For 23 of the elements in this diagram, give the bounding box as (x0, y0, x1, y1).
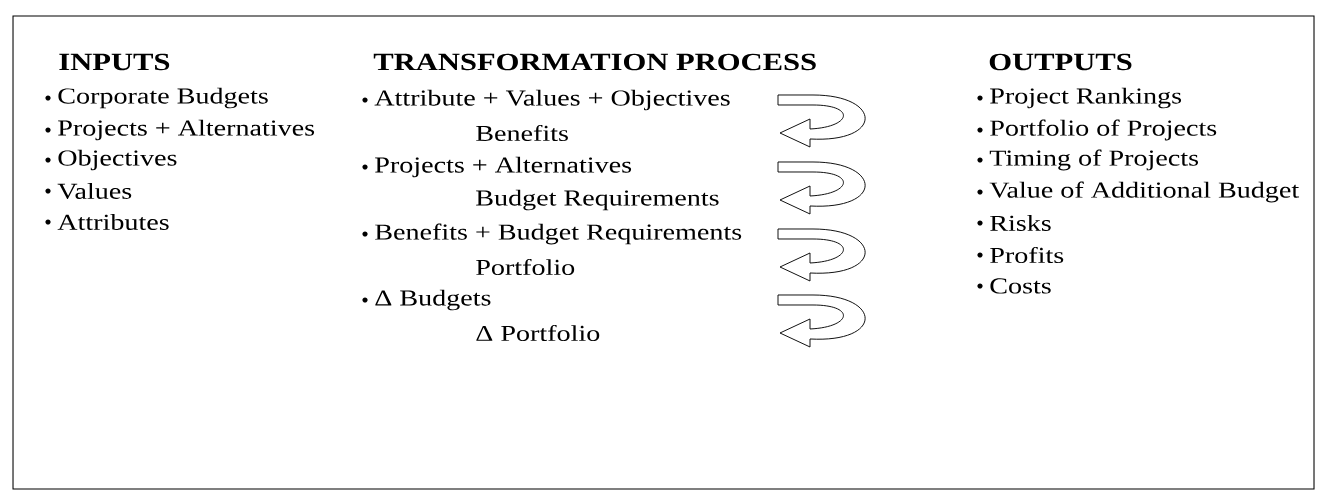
list-item: Projects + Alternatives (58, 119, 315, 141)
list-item: Portfolio of Projects (990, 119, 1217, 141)
list-item: Attributes (57, 214, 169, 230)
column-heading: INPUTS (59, 53, 170, 71)
list-item: Objectives (58, 149, 177, 171)
list-item: Value of Additional Budget (989, 181, 1300, 203)
result-text: Benefits (476, 124, 568, 142)
list-item: Δ Budgets (375, 289, 491, 311)
list-item: Values (57, 182, 132, 199)
list-item: Projects + Alternatives (375, 156, 632, 178)
list-item: Attribute + Values + Objectives (374, 89, 730, 111)
result-text: Budget Requirements (476, 189, 719, 211)
list-item: Benefits + Budget Requirements (375, 223, 742, 245)
list-item: Costs (990, 278, 1051, 294)
list-item: Project Rankings (990, 87, 1182, 109)
list-item: Risks (990, 215, 1051, 231)
column-heading: OUTPUTS (989, 53, 1132, 71)
list-item: Timing of Projects (989, 149, 1199, 171)
list-item: Profits (990, 246, 1064, 264)
list-item: Corporate Budgets (58, 87, 268, 109)
column-heading: TRANSFORMATION PROCESS (373, 53, 816, 71)
result-text: Portfolio (476, 258, 575, 276)
result-text: Δ Portfolio (476, 324, 600, 342)
